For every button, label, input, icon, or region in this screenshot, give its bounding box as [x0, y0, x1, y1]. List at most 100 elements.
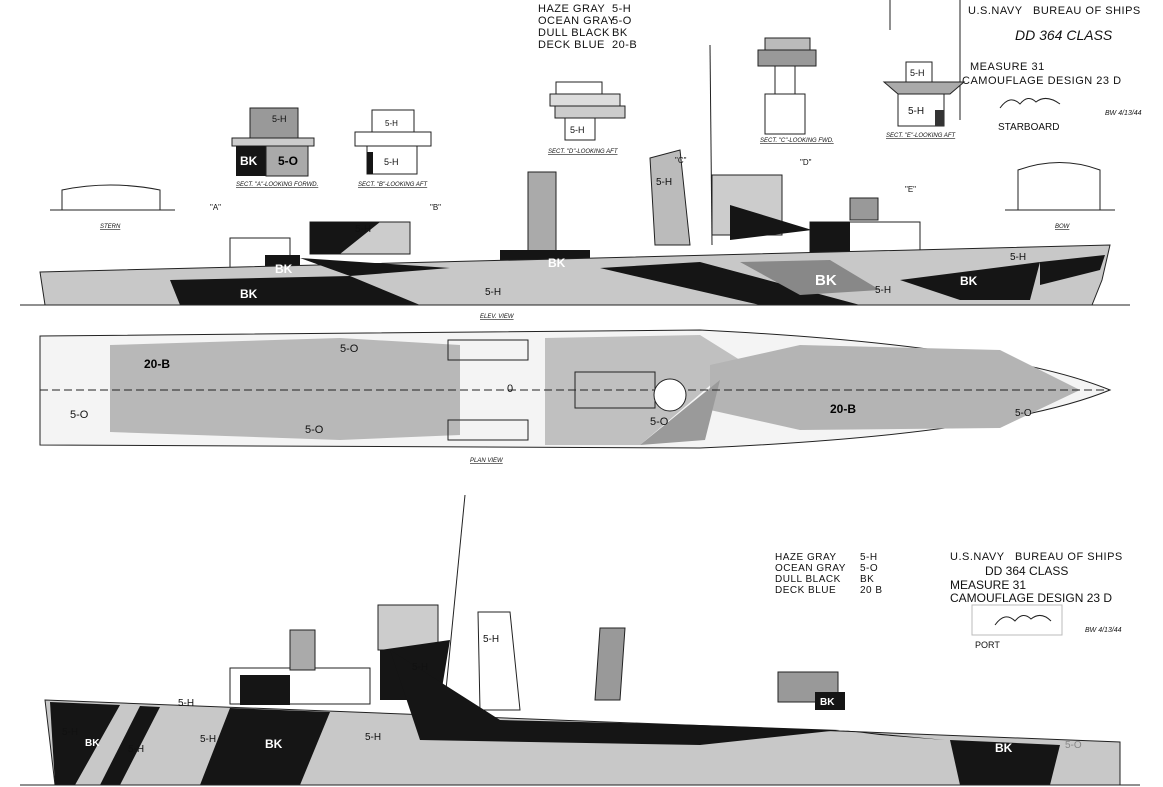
svg-text:HAZE GRAY: HAZE GRAY [538, 3, 605, 15]
svg-text:BK: BK [548, 256, 566, 270]
mast [444, 494, 466, 701]
svg-text:DD 364 CLASS: DD 364 CLASS [1015, 27, 1113, 43]
svg-text:5-H: 5-H [200, 734, 216, 745]
svg-text:5-H: 5-H [385, 119, 398, 128]
signature [994, 615, 1052, 626]
svg-text:MEASURE 31: MEASURE 31 [970, 61, 1045, 73]
svg-text:5-O: 5-O [612, 15, 632, 27]
svg-text:DULL BLACK: DULL BLACK [775, 574, 841, 585]
title-block-bottom: U.S.NAVY BUREAU OF SHIPS DD 364 CLASS ME… [950, 551, 1123, 650]
svg-text:5-O: 5-O [1015, 408, 1032, 419]
starboard-elevation: BK BK BK BK BK 5-H 5-H 5-H 5-H 5-H "A" "… [20, 44, 1130, 320]
svg-text:SECT. "C"-LOOKING FWD.: SECT. "C"-LOOKING FWD. [760, 138, 834, 144]
svg-text:20-B: 20-B [612, 39, 637, 51]
svg-text:5-H: 5-H [178, 698, 194, 709]
svg-text:DECK BLUE: DECK BLUE [538, 39, 605, 51]
svg-text:BK: BK [815, 272, 837, 289]
svg-text:HAZE GRAY: HAZE GRAY [775, 552, 837, 563]
forward-funnel [649, 149, 691, 246]
svg-text:20-B: 20-B [144, 357, 170, 371]
svg-text:ELEV. VIEW: ELEV. VIEW [480, 314, 515, 320]
svg-text:5-H: 5-H [875, 285, 891, 296]
svg-text:BK: BK [995, 741, 1013, 755]
svg-text:5-H: 5-H [612, 3, 631, 15]
section-a: 5-H BK 5-O SECT. "A"-LOOKING FORWD. [231, 107, 318, 188]
legend-top: HAZE GRAY 5-H OCEAN GRAY 5-O DULL BLACK … [538, 3, 637, 51]
svg-text:5-O: 5-O [305, 424, 324, 436]
svg-text:5-O: 5-O [860, 563, 878, 574]
title-block-top: U.S.NAVY BUREAU OF SHIPS DD 364 CLASS ME… [889, 0, 1142, 133]
svg-text:"D": "D" [800, 158, 812, 167]
svg-text:BK: BK [960, 274, 978, 288]
svg-text:5-H: 5-H [1010, 252, 1026, 263]
svg-text:20 B: 20 B [860, 585, 883, 596]
signature [999, 98, 1061, 109]
section-b: 5-H 5-H SECT. "B"-LOOKING AFT [354, 109, 432, 188]
svg-text:STARBOARD: STARBOARD [998, 122, 1060, 133]
svg-text:BK: BK [612, 27, 628, 39]
svg-text:"E": "E" [905, 185, 916, 194]
svg-text:BW 4/13/44: BW 4/13/44 [1085, 627, 1122, 634]
svg-text:5-H: 5-H [412, 662, 428, 673]
svg-text:5-H: 5-H [570, 125, 585, 135]
svg-text:SECT. "B"-LOOKING AFT: SECT. "B"-LOOKING AFT [358, 182, 428, 188]
svg-text:5-H: 5-H [365, 732, 381, 743]
svg-text:5-O: 5-O [340, 343, 359, 355]
svg-text:5-H: 5-H [485, 287, 501, 298]
svg-text:BK: BK [85, 738, 100, 749]
svg-text:BK: BK [860, 574, 874, 585]
svg-text:5-H: 5-H [908, 106, 924, 117]
svg-text:DULL BLACK: DULL BLACK [538, 27, 610, 39]
svg-text:PORT: PORT [975, 640, 1000, 650]
svg-text:BW 4/13/44: BW 4/13/44 [1105, 110, 1142, 117]
svg-text:DECK BLUE: DECK BLUE [775, 585, 836, 596]
stern-section: STERN [50, 184, 175, 230]
svg-text:5-O: 5-O [70, 409, 89, 421]
port-elevation: 5-H BK 5-H 5-H 5-H BK 5-H 5-H 5-H BK BK … [20, 494, 1140, 786]
svg-text:5-H: 5-H [483, 634, 499, 645]
svg-text:MEASURE 31: MEASURE 31 [950, 578, 1026, 592]
section-e: 5-H 5-H SECT. "E"-LOOKING AFT [882, 61, 966, 139]
legend-bottom: HAZE GRAY 5-H OCEAN GRAY 5-O DULL BLACK … [775, 552, 883, 596]
svg-text:BK: BK [275, 262, 293, 276]
svg-text:CAMOUFLAGE DESIGN 23 D: CAMOUFLAGE DESIGN 23 D [950, 591, 1112, 605]
svg-text:SECT. "E"-LOOKING AFT: SECT. "E"-LOOKING AFT [886, 133, 956, 139]
funnel [594, 627, 626, 701]
svg-text:5-H: 5-H [272, 114, 287, 124]
svg-text:5-H: 5-H [656, 177, 672, 188]
svg-text:5-O: 5-O [278, 154, 298, 168]
svg-text:5-H: 5-H [62, 727, 78, 738]
svg-text:"B": "B" [430, 203, 441, 212]
svg-text:SECT. "D"-LOOKING AFT: SECT. "D"-LOOKING AFT [548, 149, 619, 155]
svg-text:"C": "C" [675, 156, 687, 165]
svg-text:"A": "A" [210, 203, 221, 212]
svg-text:5-H: 5-H [355, 224, 371, 235]
svg-text:5-H: 5-H [128, 744, 144, 755]
section-d: 5-H SECT. "D"-LOOKING AFT [548, 81, 626, 155]
funnel [527, 171, 557, 253]
svg-text:5-H: 5-H [860, 552, 878, 563]
svg-text:BOW: BOW [1055, 224, 1071, 230]
svg-text:BK: BK [240, 287, 258, 301]
svg-text:U.S.NAVY BUREAU OF SHIPS: U.S.NAVY BUREAU OF SHIPS [950, 551, 1123, 563]
svg-text:5-O: 5-O [1065, 740, 1082, 751]
svg-text:5-H: 5-H [384, 157, 399, 167]
svg-text:STERN: STERN [100, 224, 121, 230]
approval-stamp [971, 604, 1063, 636]
bow-section: BOW [1005, 162, 1115, 230]
svg-text:BK: BK [240, 154, 258, 168]
svg-text:OCEAN GRAY: OCEAN GRAY [775, 563, 846, 574]
svg-text:DD 364 CLASS: DD 364 CLASS [985, 564, 1068, 578]
svg-text:BK: BK [265, 737, 283, 751]
svg-text:0: 0 [507, 383, 513, 395]
plan-view: 20-B 20-B 5-O 5-O 5-O 5-O 5-O 0 PLAN VIE… [39, 329, 1112, 464]
svg-text:SECT. "A"-LOOKING FORWD.: SECT. "A"-LOOKING FORWD. [236, 182, 318, 188]
svg-text:U.S.NAVY BUREAU OF SHIPS: U.S.NAVY BUREAU OF SHIPS [968, 5, 1141, 17]
section-c: SECT. "C"-LOOKING FWD. [757, 37, 834, 144]
svg-text:BK: BK [820, 697, 835, 708]
svg-text:PLAN VIEW: PLAN VIEW [470, 458, 504, 464]
svg-text:5-H: 5-H [910, 68, 925, 78]
svg-text:20-B: 20-B [830, 402, 856, 416]
svg-text:5-O: 5-O [650, 416, 669, 428]
